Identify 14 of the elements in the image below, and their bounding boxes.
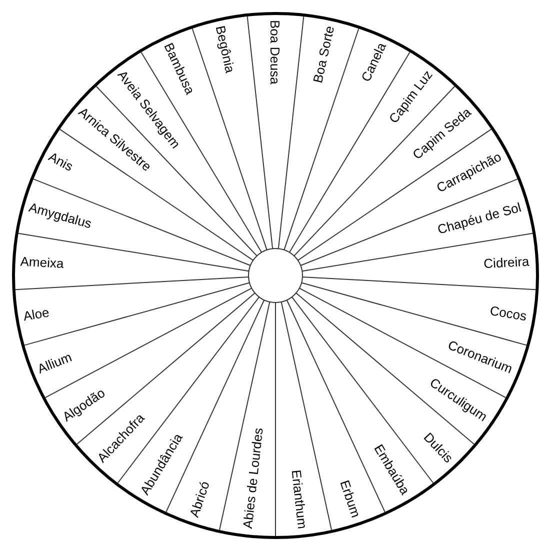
sector-label: Allium (35, 349, 74, 376)
sector-label: Abies de Lourdes (240, 427, 266, 530)
sector-label: Abricó (186, 479, 212, 520)
sector-label: Ameixa (20, 254, 64, 272)
sector-label: Cidreira (483, 254, 530, 272)
sector-label: Boa Sorte (310, 24, 338, 84)
sector-label: Chapéu de Sol (436, 200, 523, 238)
sector-label: Boa Deusa (268, 20, 282, 84)
sector-label: Cocos (488, 302, 528, 324)
sector-label: Begônia (212, 24, 238, 74)
sector-label: Erianthum (288, 469, 310, 530)
sector-label: Anis (46, 148, 76, 174)
sector-label: Erbum (337, 478, 364, 520)
sector-label: Aloe (22, 304, 50, 324)
